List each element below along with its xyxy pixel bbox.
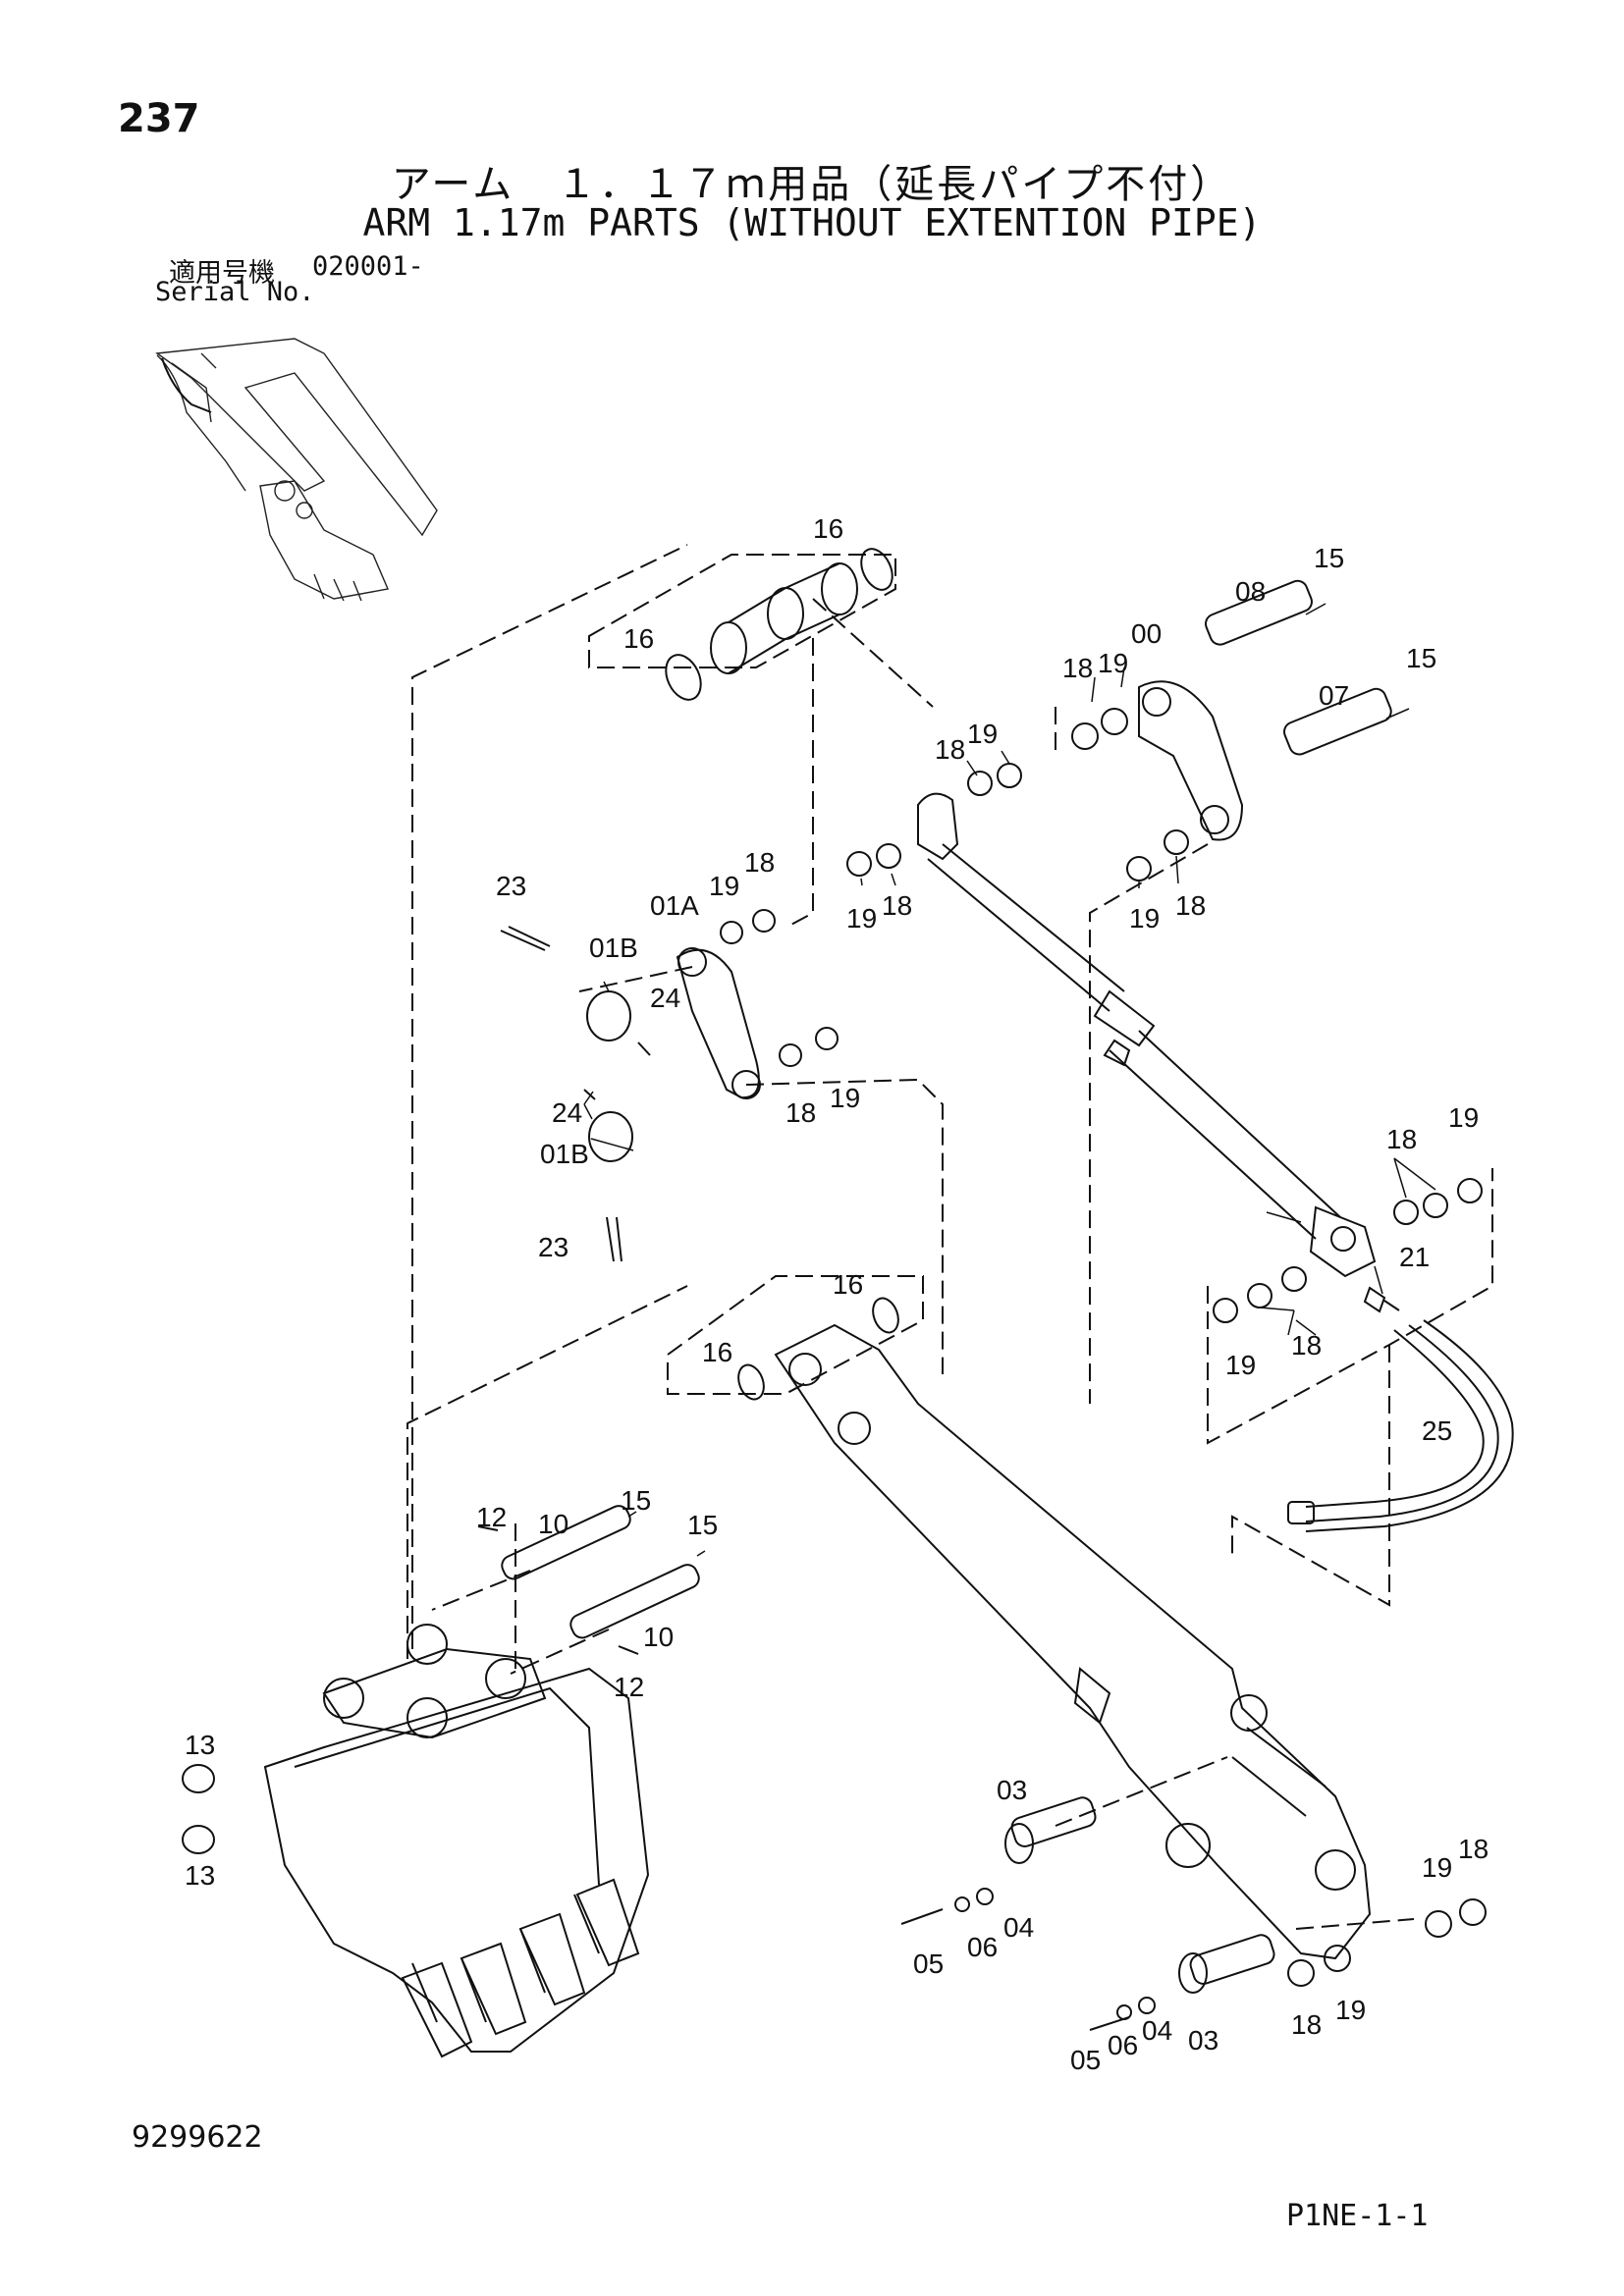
callout-19: 19 bbox=[967, 719, 998, 749]
callout-19: 19 bbox=[830, 1083, 860, 1113]
callout-03: 03 bbox=[1188, 2025, 1218, 2056]
callout-04: 04 bbox=[1003, 1912, 1034, 1943]
callout-05: 05 bbox=[913, 1949, 944, 1979]
arm-pins-fasteners bbox=[900, 1756, 1487, 2031]
callout-12: 12 bbox=[476, 1502, 507, 1532]
callout-19: 19 bbox=[1422, 1852, 1452, 1883]
upper-bushing-assembly bbox=[588, 548, 934, 929]
callout-15: 15 bbox=[621, 1485, 651, 1516]
callout-03: 03 bbox=[997, 1775, 1027, 1805]
bucket-pins bbox=[431, 1505, 706, 1675]
callout-19: 19 bbox=[846, 903, 877, 934]
callout-19: 19 bbox=[1335, 1995, 1366, 2025]
callout-10: 10 bbox=[538, 1509, 568, 1539]
callout-24: 24 bbox=[552, 1097, 582, 1128]
side-link-assembly bbox=[500, 909, 944, 1374]
serial-label-english: Serial No. bbox=[155, 277, 315, 307]
callout-15: 15 bbox=[1406, 643, 1436, 673]
page-number: 237 bbox=[118, 96, 200, 141]
callout-16: 16 bbox=[702, 1337, 732, 1367]
callout-13: 13 bbox=[185, 1860, 215, 1891]
arm-overview-thumbnail bbox=[155, 338, 438, 602]
page-code: P1NE-1-1 bbox=[1286, 2199, 1429, 2233]
callout-18: 18 bbox=[935, 734, 965, 765]
document-number: 9299622 bbox=[132, 2120, 263, 2155]
arm-body bbox=[667, 1275, 1372, 1960]
bucket bbox=[182, 544, 688, 2058]
callout-18: 18 bbox=[1458, 1834, 1489, 1864]
callout-04: 04 bbox=[1142, 2015, 1172, 2046]
title-english: ARM 1.17m PARTS (WITHOUT EXTENTION PIPE) bbox=[362, 201, 1262, 244]
serial-label-japanese: 適用号機 bbox=[169, 258, 275, 289]
callout-15: 15 bbox=[1314, 543, 1344, 573]
callout-16: 16 bbox=[813, 513, 843, 544]
callout-18: 18 bbox=[1386, 1124, 1417, 1154]
callout-00: 00 bbox=[1131, 618, 1162, 649]
callout-18: 18 bbox=[1291, 2009, 1322, 2040]
callout-06: 06 bbox=[967, 1932, 998, 1962]
hose-assembly bbox=[1207, 1168, 1514, 1607]
callout-06: 06 bbox=[1108, 2030, 1138, 2060]
callout-19: 19 bbox=[1225, 1350, 1256, 1380]
callout-05: 05 bbox=[1070, 2045, 1101, 2075]
callout-19: 19 bbox=[1098, 648, 1128, 678]
callout-19: 19 bbox=[709, 871, 739, 901]
serial-code: 020001- bbox=[312, 251, 424, 282]
callout-18: 18 bbox=[882, 890, 912, 921]
callout-01B: 01B bbox=[589, 933, 638, 963]
callout-15: 15 bbox=[687, 1510, 718, 1540]
callout-25: 25 bbox=[1422, 1415, 1452, 1446]
title-japanese: アーム １．１７ｍ用品（延長パイプ不付） bbox=[391, 162, 1233, 207]
callout-labels: 16 16 15 08 00 18 19 15 07 18 19 23 01A … bbox=[185, 513, 1489, 2075]
callout-23: 23 bbox=[538, 1232, 568, 1262]
callout-10: 10 bbox=[643, 1622, 674, 1652]
callout-19: 19 bbox=[1448, 1102, 1479, 1133]
callout-21: 21 bbox=[1399, 1242, 1430, 1272]
callout-23: 23 bbox=[496, 871, 526, 901]
callout-18: 18 bbox=[744, 847, 775, 878]
callout-01B: 01B bbox=[540, 1139, 589, 1169]
callout-24: 24 bbox=[650, 983, 680, 1013]
callout-18: 18 bbox=[1175, 890, 1206, 921]
callout-16: 16 bbox=[833, 1269, 863, 1300]
callout-01A: 01A bbox=[650, 890, 699, 921]
callout-18: 18 bbox=[1062, 653, 1093, 683]
callout-16: 16 bbox=[623, 623, 654, 654]
callout-18: 18 bbox=[1291, 1330, 1322, 1361]
callout-13: 13 bbox=[185, 1730, 215, 1760]
callout-07: 07 bbox=[1319, 680, 1349, 711]
callout-08: 08 bbox=[1235, 576, 1266, 607]
callout-19: 19 bbox=[1129, 903, 1160, 934]
link-and-pins-right bbox=[846, 579, 1410, 1404]
callout-12: 12 bbox=[614, 1672, 644, 1702]
callout-leaders bbox=[583, 667, 1436, 1336]
callout-18: 18 bbox=[785, 1097, 816, 1128]
bucket-cylinder bbox=[917, 792, 1377, 1278]
